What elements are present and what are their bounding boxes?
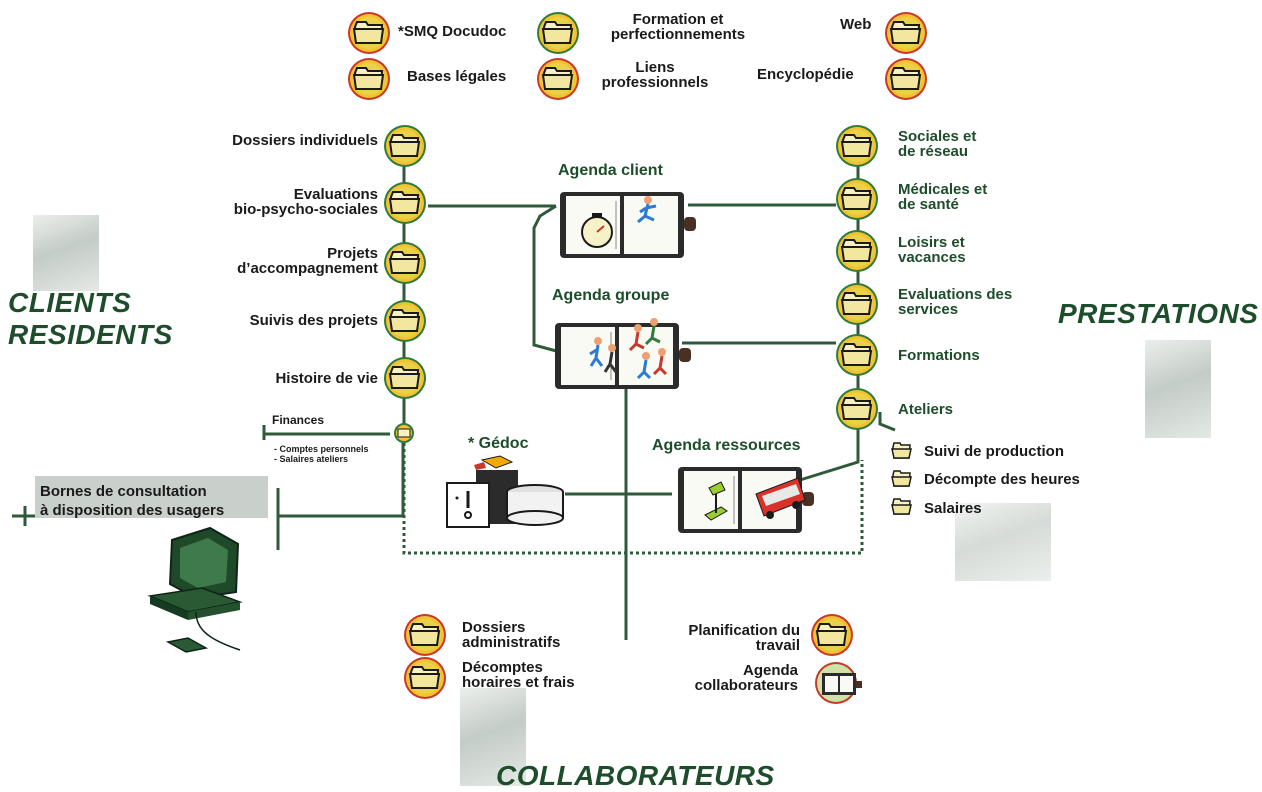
collaborateurs-title: COLLABORATEURS bbox=[496, 760, 775, 791]
bus-icon bbox=[755, 477, 806, 519]
folder-icon-suivis[interactable] bbox=[383, 299, 427, 343]
agenda-ressources-title: Agenda ressources bbox=[652, 437, 801, 454]
folder-icon-suivi-production[interactable] bbox=[891, 442, 912, 459]
lamp-icon bbox=[704, 481, 728, 521]
gedoc-icon[interactable] bbox=[446, 455, 564, 528]
folder-icon-encyclopedie[interactable] bbox=[884, 57, 928, 101]
folder-icon-bases[interactable] bbox=[347, 57, 391, 101]
gedoc-title: * Gédoc bbox=[468, 435, 529, 452]
folder-icon-smq[interactable] bbox=[347, 11, 391, 55]
agenda-groupe-title: Agenda groupe bbox=[552, 287, 670, 304]
ateliers-sub-decompte[interactable]: Décompte des heures bbox=[924, 471, 1080, 488]
folder-icon-evaluations[interactable] bbox=[383, 181, 427, 225]
folder-icon-liens[interactable] bbox=[536, 57, 580, 101]
prestation-item-ateliers[interactable]: Ateliers bbox=[898, 401, 954, 418]
collab-item-planification[interactable]: Planification du travail bbox=[688, 622, 800, 654]
client-item-histoire[interactable]: Histoire de vie bbox=[275, 370, 378, 387]
folder-icon-loisirs[interactable] bbox=[835, 229, 879, 273]
agenda-icon-ressources[interactable] bbox=[677, 466, 815, 534]
ateliers-sub-salaires[interactable]: Salaires bbox=[924, 500, 982, 517]
link-liens-label[interactable]: Liens professionnels bbox=[601, 59, 709, 91]
collab-item-decomptes[interactable]: Décomptes horaires et frais bbox=[462, 659, 575, 691]
runner-icon bbox=[637, 196, 657, 224]
collaborateurs-photo bbox=[460, 688, 526, 786]
folder-icon-medicales[interactable] bbox=[835, 177, 879, 221]
bornes-label[interactable]: Bornes de consultation à disposition des… bbox=[40, 483, 225, 519]
folder-icon-decomptes[interactable] bbox=[403, 656, 447, 700]
stopwatch-icon bbox=[581, 213, 613, 248]
clients-photo bbox=[33, 215, 99, 291]
link-formation-label[interactable]: Formation et perfectionnements bbox=[610, 11, 746, 43]
bornes-box bbox=[35, 476, 268, 518]
client-item-evaluations[interactable]: Evaluations bio-psycho-sociales bbox=[233, 186, 378, 218]
folder-icon-ateliers[interactable] bbox=[835, 387, 879, 431]
finances-sub-label: - Comptes personnels - Salaires ateliers bbox=[274, 444, 369, 464]
prestation-item-medicales[interactable]: Médicales et de santé bbox=[898, 181, 988, 213]
prestation-item-sociales[interactable]: Sociales et de réseau bbox=[898, 128, 977, 160]
folder-icon-formations[interactable] bbox=[835, 333, 879, 377]
client-item-suivis[interactable]: Suivis des projets bbox=[249, 312, 378, 329]
prestation-item-evaluations[interactable]: Evaluations des services bbox=[898, 286, 1013, 318]
prestation-item-loisirs[interactable]: Loisirs et vacances bbox=[898, 234, 966, 266]
folder-icon-histoire[interactable] bbox=[383, 356, 427, 400]
link-web-label[interactable]: Web bbox=[840, 16, 872, 33]
folder-icon-finances[interactable] bbox=[394, 423, 414, 443]
prestations-photo bbox=[1145, 340, 1211, 438]
ateliers-photo bbox=[955, 503, 1051, 581]
folder-icon-decompte-heures[interactable] bbox=[891, 470, 912, 487]
client-item-dossiers-individuels[interactable]: Dossiers individuels bbox=[232, 132, 378, 149]
link-encyclopedie-label[interactable]: Encyclopédie bbox=[757, 66, 854, 83]
prestation-item-formations[interactable]: Formations bbox=[898, 347, 980, 364]
folder-icon-planification[interactable] bbox=[810, 613, 854, 657]
finances-label[interactable]: Finances bbox=[272, 413, 325, 427]
folder-icon-formation[interactable] bbox=[536, 11, 580, 55]
client-item-projets[interactable]: Projets d’accompagnement bbox=[237, 245, 378, 277]
computer-icon[interactable] bbox=[147, 526, 243, 653]
folder-icon-dossiers-individuels[interactable] bbox=[383, 124, 427, 168]
collab-item-dossiers-admin[interactable]: Dossiers administratifs bbox=[462, 619, 561, 651]
agenda-icon-collaborateurs[interactable] bbox=[815, 662, 862, 704]
folder-icon-dossiers-admin[interactable] bbox=[403, 613, 447, 657]
link-bases-legales-label[interactable]: Bases légales bbox=[407, 68, 507, 85]
agenda-icon-groupe[interactable] bbox=[554, 318, 692, 390]
agenda-icon-client[interactable] bbox=[559, 191, 697, 259]
folder-icon-web[interactable] bbox=[884, 11, 928, 55]
folder-icon-salaires[interactable] bbox=[891, 498, 912, 515]
folder-icon-sociales[interactable] bbox=[835, 124, 879, 168]
folder-icon-evaluations-services[interactable] bbox=[835, 282, 879, 326]
agenda-client-title: Agenda client bbox=[558, 162, 663, 179]
prestations-title: PRESTATIONS bbox=[1058, 298, 1259, 329]
group-icon bbox=[589, 318, 668, 380]
ateliers-sub-suivi[interactable]: Suivi de production bbox=[924, 443, 1065, 460]
link-smq-docudoc-label[interactable]: *SMQ Docudoc bbox=[398, 23, 507, 40]
collab-item-agenda[interactable]: Agenda collaborateurs bbox=[694, 662, 798, 694]
clients-residents-title: CLIENTS RESIDENTS bbox=[8, 287, 173, 350]
folder-icon-projets[interactable] bbox=[383, 241, 427, 285]
